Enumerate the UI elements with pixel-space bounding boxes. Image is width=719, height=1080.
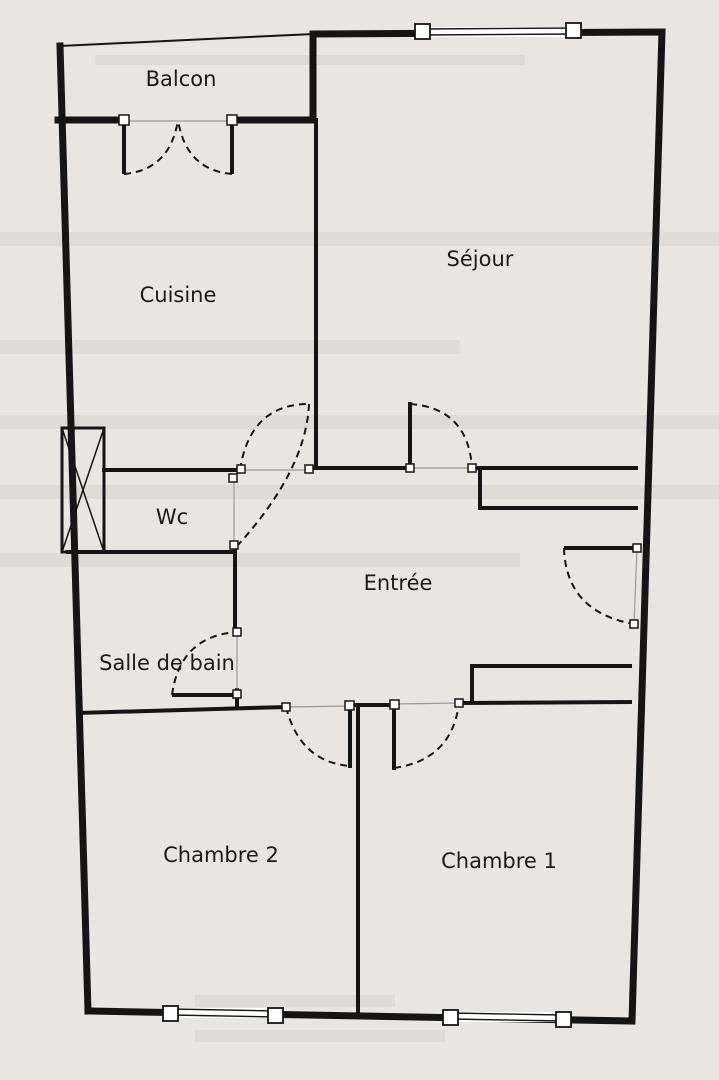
door-jamb — [232, 689, 242, 699]
shaft-cross — [61, 427, 105, 553]
opening-line — [285, 705, 351, 708]
door-leaves — [122, 120, 637, 697]
door-jamb — [467, 463, 477, 473]
room-label-wc: Wc — [156, 505, 188, 529]
exterior-wall-left — [56, 42, 92, 1015]
bleed-line — [0, 232, 719, 246]
entrance-door-swing — [563, 547, 635, 625]
chambre2-door-swing — [285, 706, 351, 767]
window-jamb — [442, 1009, 459, 1026]
room-label-balcon: Balcon — [146, 67, 217, 91]
opening-lines — [124, 120, 638, 708]
room-label-chambre-2: Chambre 2 — [163, 843, 279, 867]
door-jambs — [118, 114, 642, 712]
window-line — [450, 1012, 564, 1016]
interior-walls — [66, 118, 638, 1016]
door-jamb — [281, 702, 291, 712]
window-jamb — [414, 23, 431, 40]
window-line — [422, 33, 574, 36]
cuisine-door-swing — [239, 403, 310, 471]
wall-chambre2-top — [75, 704, 289, 716]
room-label-salle-de-bain: Salle de bain — [99, 651, 235, 675]
door-jamb — [405, 463, 415, 473]
window-glass — [451, 1012, 563, 1022]
window-line — [170, 1014, 278, 1018]
room-label-chambre-1: Chambre 1 — [441, 849, 557, 873]
room-label-entree: Entrée — [364, 571, 433, 595]
door-jamb — [632, 543, 642, 553]
window-jamb — [162, 1005, 179, 1022]
opening-line — [633, 547, 638, 625]
utility-shaft — [60, 426, 106, 554]
window-jamb — [565, 22, 582, 39]
shaft-outline — [60, 426, 106, 554]
window-glass — [423, 27, 573, 37]
bath-door-swing — [171, 631, 238, 696]
wall-cabinet-bottom — [470, 664, 632, 704]
windows — [162, 22, 582, 1028]
balcony-door-swing-left — [123, 119, 179, 175]
door-jamb — [389, 699, 400, 710]
opening-line — [393, 702, 460, 705]
door-jamb — [236, 464, 246, 474]
bleed-line — [0, 485, 719, 499]
bleed-line — [0, 553, 520, 567]
door-jamb — [629, 619, 639, 629]
balcony-door-swing-right — [177, 119, 233, 175]
window-line — [450, 1018, 564, 1022]
balcony-rail — [58, 32, 315, 48]
room-labels: Balcon Cuisine Séjour Wc Entrée Salle de… — [99, 67, 557, 873]
window-jamb — [555, 1011, 572, 1028]
door-swings — [123, 119, 635, 769]
bleed-line — [0, 415, 719, 429]
door-jamb — [229, 540, 239, 550]
room-label-sejour: Séjour — [447, 247, 514, 271]
bleed-line — [0, 340, 460, 354]
sejour-door-swing — [409, 403, 473, 469]
wall-chambre1-top — [456, 699, 633, 706]
door-jamb — [304, 464, 314, 474]
bleed-line — [195, 1030, 445, 1042]
wall-cabinet-top — [478, 466, 638, 510]
window-line — [170, 1008, 278, 1012]
room-label-cuisine: Cuisine — [140, 283, 217, 307]
door-jamb — [228, 473, 238, 483]
chambre1-door-swing — [393, 702, 460, 769]
door-jamb — [226, 114, 238, 126]
window-chambre2 — [162, 1005, 284, 1024]
bleed-line — [195, 995, 395, 1007]
door-jamb — [344, 700, 355, 711]
wc-door-swing — [237, 403, 310, 546]
window-chambre1 — [442, 1009, 572, 1028]
door-jamb — [454, 698, 464, 708]
window-jamb — [267, 1007, 284, 1024]
window-glass — [171, 1008, 277, 1018]
window-line — [422, 27, 574, 30]
door-jamb — [118, 114, 130, 126]
door-jamb — [232, 627, 242, 637]
window-sejour — [414, 22, 582, 40]
